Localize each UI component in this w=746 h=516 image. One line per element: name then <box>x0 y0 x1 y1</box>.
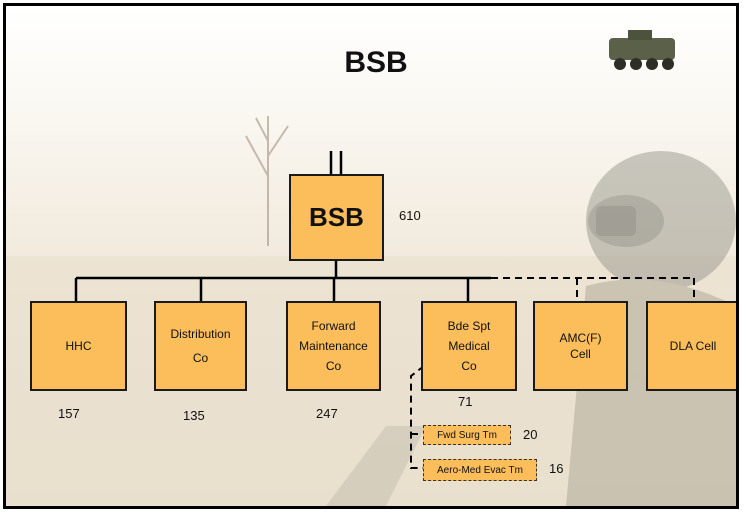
unit-label: Forward <box>311 319 356 333</box>
team-count-fwd-surg-tm: 20 <box>523 427 538 442</box>
team-box-aero-med-evac-tm: Aero-Med Evac Tm <box>423 459 537 481</box>
slide-title: BSB <box>344 46 408 79</box>
unit-box-bde-spt-medical-co: Bde Spt Medical Co <box>421 301 517 391</box>
unit-box-amc-cell: AMC(F) Cell <box>533 301 628 391</box>
unit-box-forward-maintenance-co: Forward Maintenance Co <box>286 301 381 391</box>
unit-label: AMC(F) <box>559 331 602 345</box>
unit-label: Cell <box>570 347 591 361</box>
unit-label: Co <box>461 359 477 373</box>
team-count-aero-med-evac-tm: 16 <box>549 461 564 476</box>
unit-label: Co <box>192 351 209 365</box>
unit-count-hhc: 157 <box>58 406 80 421</box>
unit-label: Co <box>325 359 342 373</box>
bsb-root-label: BSB <box>309 202 364 232</box>
slide-frame: BSB BSB 610 <box>3 3 739 509</box>
unit-count-forward-maintenance-co: 247 <box>316 406 338 421</box>
unit-box-hhc: HHC <box>30 301 127 391</box>
org-connectors <box>74 151 695 469</box>
unit-label: DLA Cell <box>669 339 717 353</box>
unit-count-distribution-co: 135 <box>183 408 205 423</box>
unit-count-bde-spt-medical-co: 71 <box>458 394 473 409</box>
unit-box-distribution-co: Distribution Co <box>154 301 247 391</box>
team-label: Aero-Med Evac Tm <box>437 464 523 476</box>
team-label: Fwd Surg Tm <box>437 429 497 441</box>
unit-box-dla-cell: DLA Cell <box>646 301 736 391</box>
unit-label: Bde Spt <box>447 319 491 333</box>
unit-label: Medical <box>448 339 490 353</box>
unit-label: HHC <box>65 339 92 353</box>
bsb-root-box: BSB <box>289 174 384 261</box>
team-box-fwd-surg-tm: Fwd Surg Tm <box>423 425 511 445</box>
vehicle-icon <box>609 30 675 70</box>
bsb-root-count: 610 <box>399 208 421 223</box>
unit-label: Distribution <box>170 327 231 341</box>
unit-label: Maintenance <box>299 339 368 353</box>
